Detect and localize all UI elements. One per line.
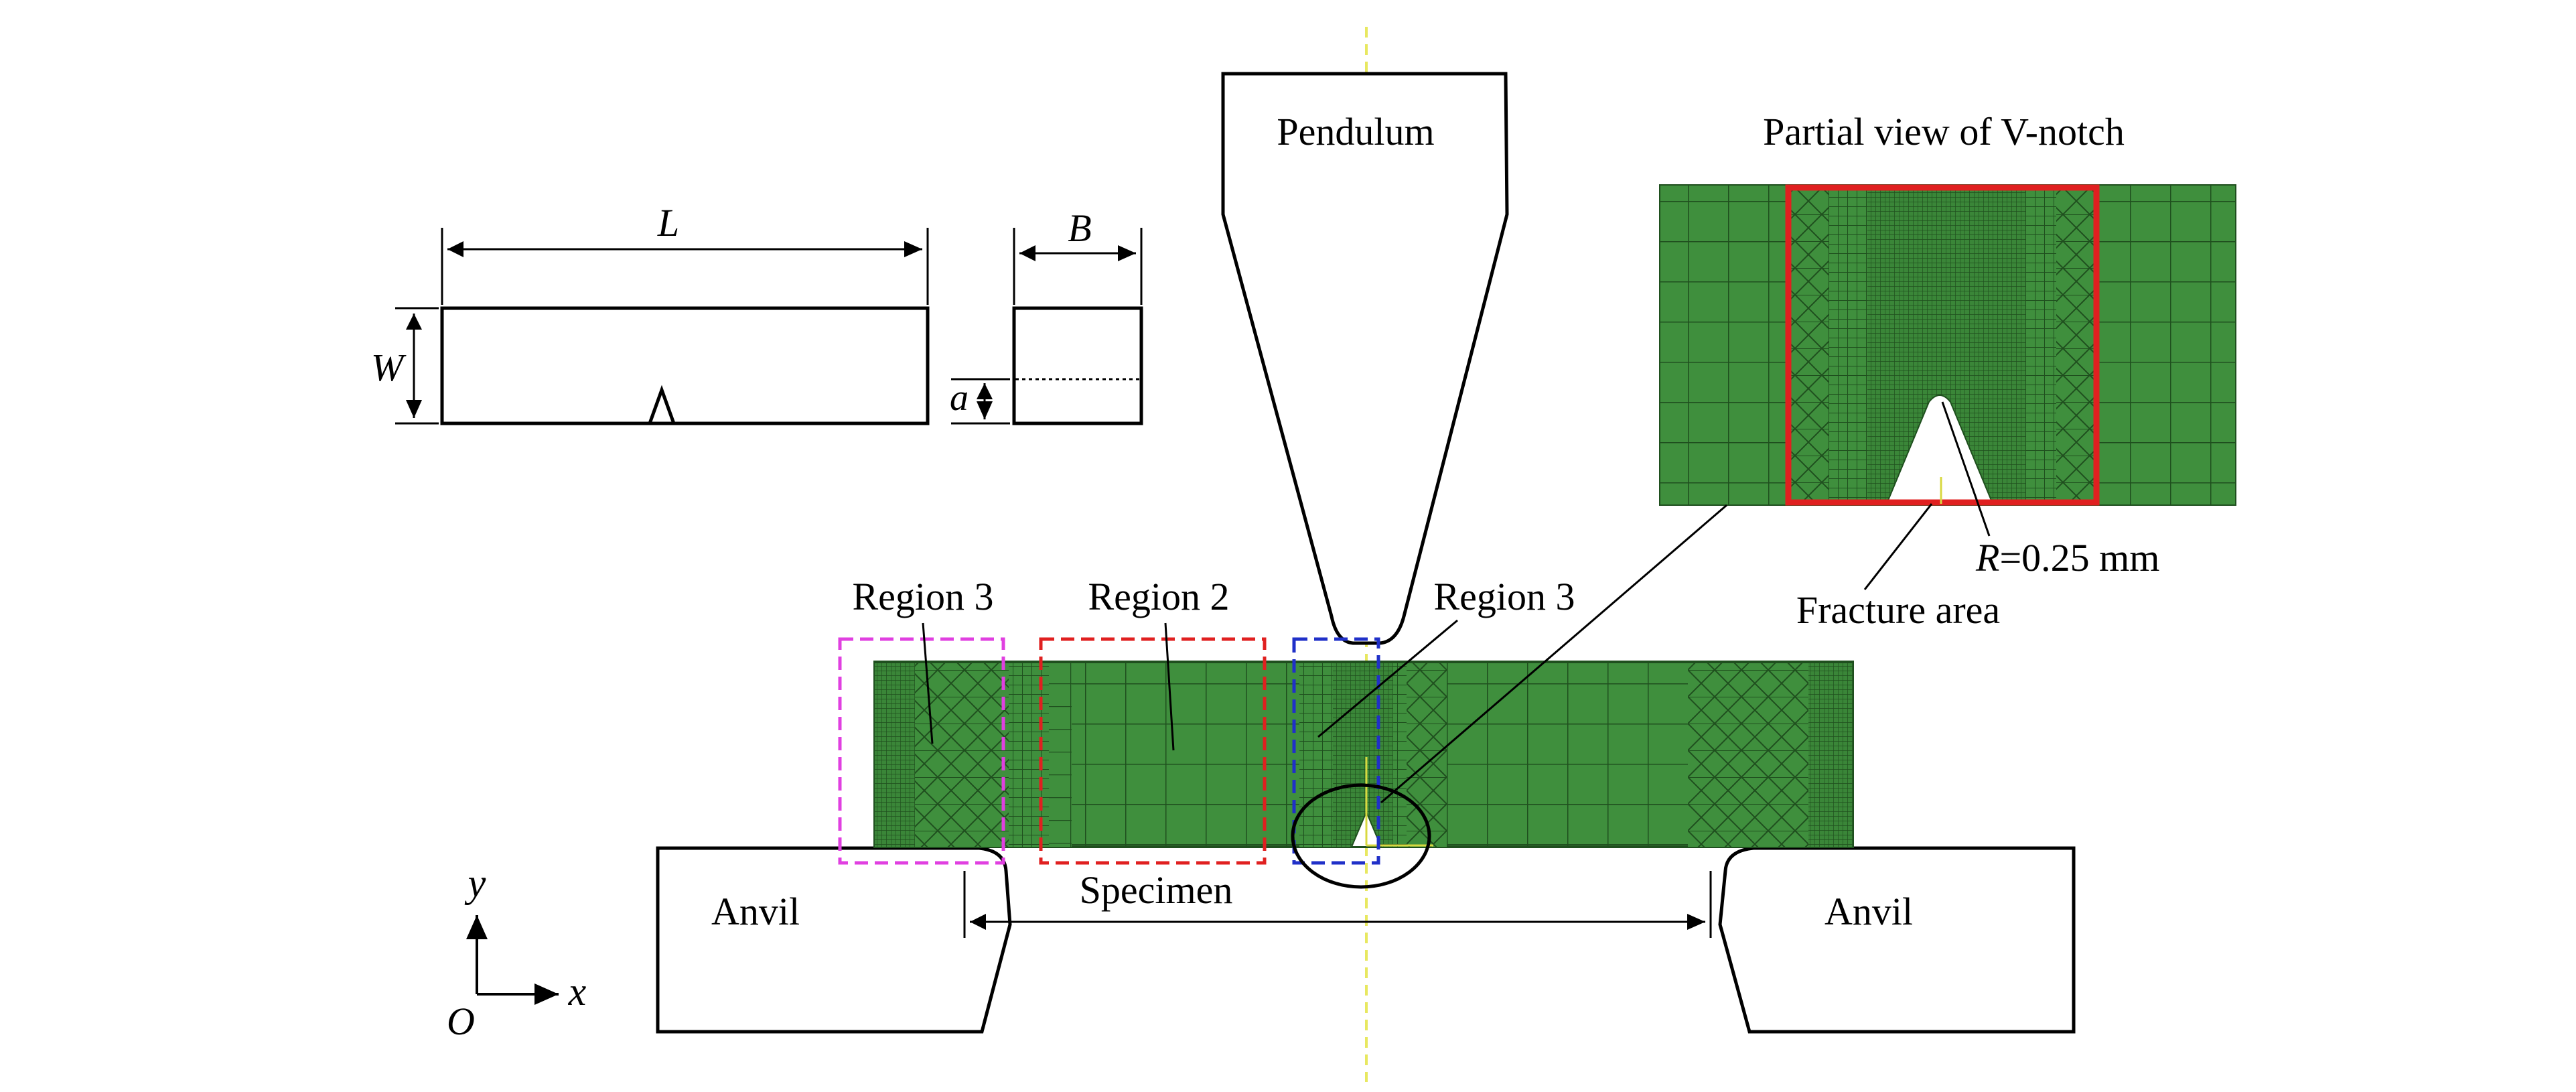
length-symbol: L (657, 201, 679, 245)
region-3-left-label: Region 3 (852, 575, 993, 618)
specimen-side-view (395, 228, 930, 425)
zoom-mesh-view (1660, 185, 2236, 505)
region-3-left-box (838, 637, 1005, 865)
coordinate-axes (466, 915, 559, 1005)
anvil-right (1718, 846, 2076, 1034)
region-2-label: Region 2 (1088, 575, 1229, 618)
notch-highlight-circle (1291, 783, 1431, 889)
fracture-area-label: Fracture area (1796, 588, 2000, 632)
specimen-mesh (873, 661, 1854, 848)
radius-value: =0.25 mm (1999, 536, 2159, 579)
zoom-connector (1380, 504, 1727, 804)
x-axis-label: x (568, 969, 587, 1014)
notch-depth-symbol: a (950, 377, 969, 419)
region-3-center-box (1292, 637, 1380, 865)
origin-label: O (447, 1000, 475, 1043)
partial-view-title: Partial view of V-notch (1763, 110, 2125, 153)
width-symbol: W (371, 346, 407, 389)
anvil-left (656, 846, 1012, 1034)
region-2-box (1039, 637, 1267, 865)
zoom-highlight-frame (1785, 184, 2100, 506)
radius-label: R=0.25 mm (1975, 536, 2159, 579)
thickness-symbol: B (1068, 206, 1091, 250)
pendulum-label: Pendulum (1277, 110, 1434, 153)
region-3-center-label: Region 3 (1433, 575, 1575, 618)
pendulum-striker (1221, 72, 1509, 645)
anvil-left-label: Anvil (711, 890, 800, 933)
anvil-right-label: Anvil (1824, 890, 1913, 933)
specimen-label: Specimen (1080, 868, 1233, 912)
specimen-end-view (951, 228, 1143, 425)
radius-symbol: R (1975, 536, 1999, 579)
y-axis-label: y (464, 861, 486, 905)
